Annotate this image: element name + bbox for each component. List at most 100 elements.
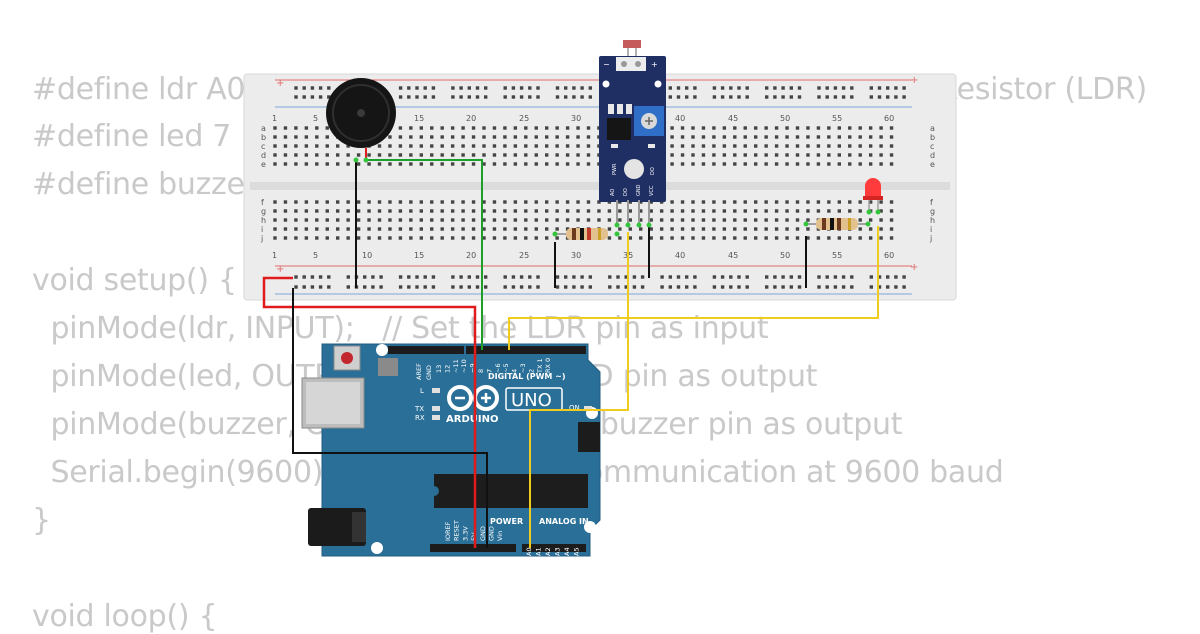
breadboard-hole bbox=[524, 153, 528, 157]
breadboard-hole bbox=[743, 144, 747, 148]
breadboard-hole bbox=[528, 95, 532, 99]
pin-label: GND bbox=[479, 526, 487, 541]
breadboard-hole bbox=[409, 227, 413, 231]
breadboard-hole bbox=[869, 275, 873, 279]
breadboard-hole bbox=[419, 162, 423, 166]
pin-label: Vin bbox=[496, 531, 504, 541]
column-number: 15 bbox=[414, 251, 424, 260]
breadboard-hole bbox=[889, 153, 894, 157]
breadboard-hole bbox=[492, 135, 497, 139]
breadboard-hole bbox=[565, 126, 570, 130]
column-number: 30 bbox=[571, 251, 581, 260]
breadboard-hole bbox=[524, 236, 528, 240]
breadboard-hole bbox=[419, 135, 423, 139]
crystal-oscillator bbox=[378, 358, 398, 376]
breadboard-hole bbox=[450, 162, 455, 166]
pin-label: GND bbox=[425, 365, 433, 380]
breadboard-hole bbox=[461, 126, 465, 130]
breadboard-hole bbox=[597, 153, 601, 157]
ldr-socket bbox=[616, 57, 646, 71]
breadboard-hole bbox=[676, 275, 681, 279]
breadboard-hole bbox=[440, 209, 444, 213]
breadboard-hole bbox=[827, 153, 831, 157]
breadboard-hole bbox=[304, 236, 309, 240]
pin-label: 2 bbox=[527, 369, 535, 373]
breadboard-hole bbox=[722, 162, 727, 166]
breadboard-hole bbox=[879, 126, 883, 130]
pin-label: A2 bbox=[544, 547, 552, 556]
plus-label: + bbox=[276, 264, 284, 275]
breadboard-hole bbox=[304, 153, 309, 157]
breadboard-hole bbox=[712, 275, 717, 279]
breadboard-hole bbox=[774, 126, 779, 130]
led-indicator-rx bbox=[432, 415, 440, 420]
breadboard-hole bbox=[379, 275, 383, 279]
breadboard-hole bbox=[785, 227, 789, 231]
connection-dot bbox=[865, 221, 871, 227]
breadboard-hole bbox=[409, 218, 413, 222]
breadboard-hole bbox=[659, 209, 664, 213]
breadboard-hole bbox=[889, 236, 894, 240]
breadboard-hole bbox=[774, 218, 779, 222]
breadboard-hole bbox=[294, 86, 298, 90]
breadboard-hole bbox=[894, 285, 898, 289]
breadboard-hole bbox=[519, 275, 524, 279]
breadboard-hole bbox=[407, 95, 411, 99]
breadboard-hole bbox=[754, 227, 758, 231]
breadboard-hole bbox=[879, 135, 883, 139]
breadboard-hole bbox=[419, 200, 423, 204]
module-pin-label: DO bbox=[623, 188, 629, 196]
breadboard-hole bbox=[795, 218, 800, 222]
breadboard-hole bbox=[827, 236, 831, 240]
breadboard-hole bbox=[743, 126, 747, 130]
breadboard-hole bbox=[729, 95, 733, 99]
breadboard-hole bbox=[680, 126, 685, 130]
breadboard-hole bbox=[720, 86, 725, 90]
breadboard-hole bbox=[377, 236, 382, 240]
breadboard-hole bbox=[764, 227, 768, 231]
breadboard-hole bbox=[325, 162, 329, 166]
breadboard-hole bbox=[336, 209, 340, 213]
breadboard-hole bbox=[440, 135, 444, 139]
row-letter: b bbox=[261, 133, 266, 142]
breadboard-hole bbox=[377, 227, 382, 231]
breadboard-hole bbox=[356, 227, 361, 231]
breadboard-hole bbox=[534, 236, 538, 240]
breadboard-hole bbox=[534, 209, 538, 213]
breadboard-hole bbox=[841, 86, 846, 90]
row-letter: e bbox=[261, 160, 266, 169]
breadboard-hole bbox=[827, 162, 831, 166]
breadboard-hole bbox=[315, 135, 319, 139]
breadboard-hole bbox=[607, 218, 612, 222]
breadboard-hole bbox=[588, 95, 592, 99]
code-line: void setup() { bbox=[32, 263, 237, 298]
breadboard-hole bbox=[765, 285, 769, 289]
breadboard-hole bbox=[743, 200, 747, 204]
breadboard-hole bbox=[774, 227, 779, 231]
breadboard-hole bbox=[398, 135, 403, 139]
breadboard-hole bbox=[848, 153, 852, 157]
brand-label: ARDUINO bbox=[446, 414, 498, 425]
breadboard-hole bbox=[325, 227, 329, 231]
breadboard-hole bbox=[461, 209, 465, 213]
breadboard-hole bbox=[632, 285, 637, 289]
breadboard-hole bbox=[302, 275, 306, 279]
breadboard-hole bbox=[889, 126, 894, 130]
breadboard-hole bbox=[701, 135, 706, 139]
breadboard-hole bbox=[294, 153, 298, 157]
breadboard-hole bbox=[409, 236, 413, 240]
breadboard-hole bbox=[628, 209, 632, 213]
breadboard-hole bbox=[419, 218, 423, 222]
breadboard-hole bbox=[712, 162, 716, 166]
breadboard-hole bbox=[774, 236, 779, 240]
breadboard-hole bbox=[409, 126, 413, 130]
breadboard-hole bbox=[754, 153, 758, 157]
breadboard-hole bbox=[816, 200, 821, 204]
breadboard-hole bbox=[304, 135, 309, 139]
breadboard-hole bbox=[513, 236, 518, 240]
breadboard-hole bbox=[597, 209, 601, 213]
chip-notch bbox=[434, 486, 439, 496]
breadboard-hole bbox=[670, 126, 674, 130]
breadboard-hole bbox=[889, 135, 894, 139]
breadboard-hole bbox=[785, 144, 789, 148]
